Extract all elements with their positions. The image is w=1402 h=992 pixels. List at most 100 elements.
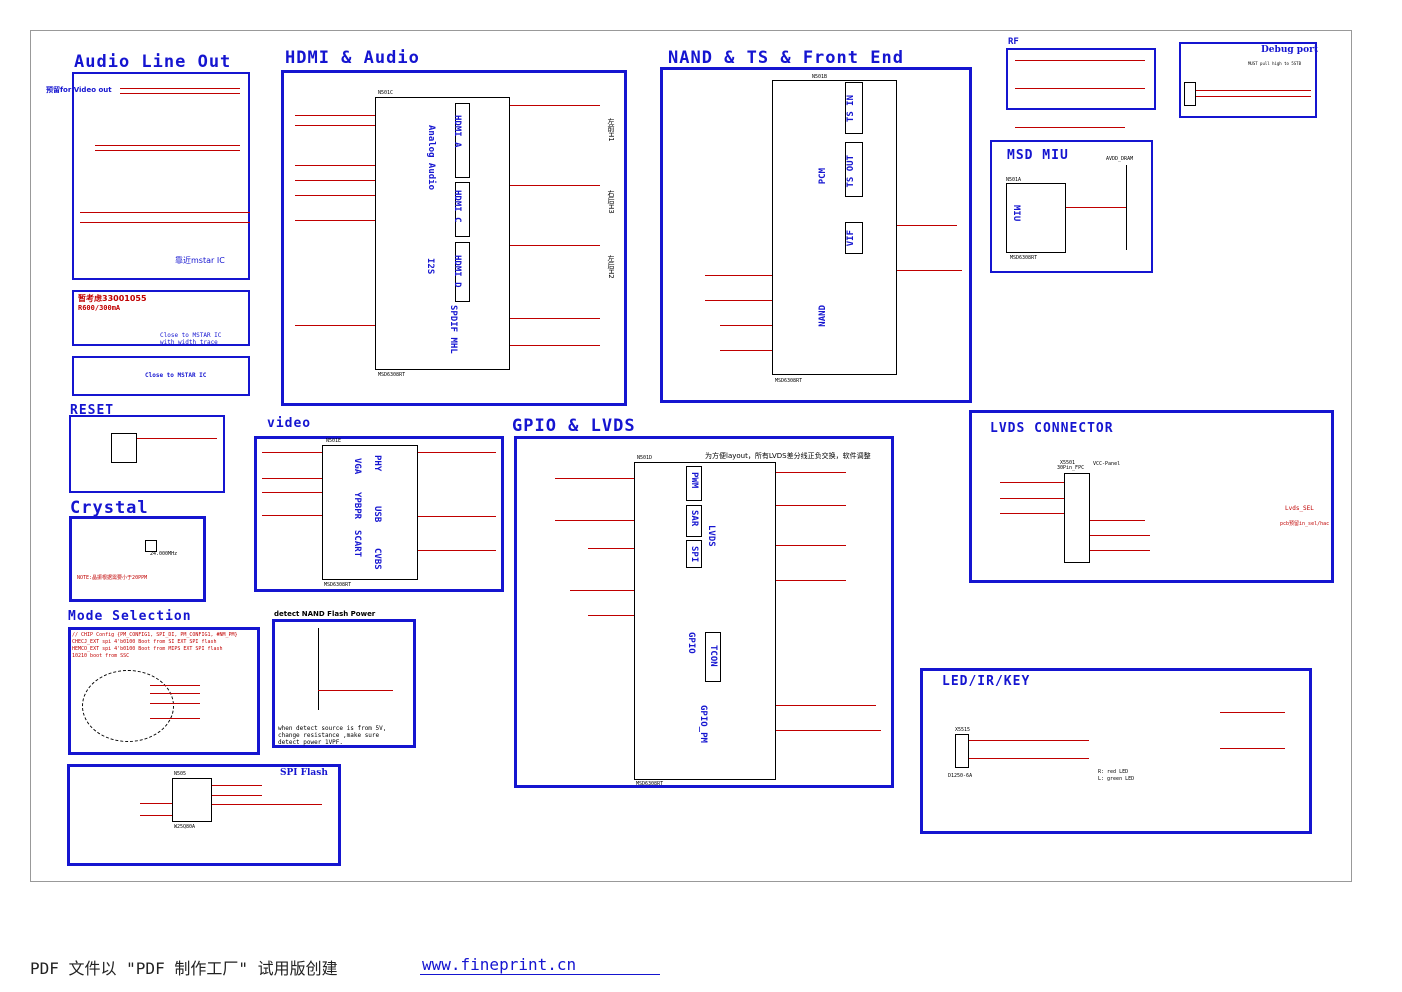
chip-video xyxy=(322,445,418,580)
wire xyxy=(95,145,240,146)
wire xyxy=(295,115,375,116)
wire xyxy=(1015,127,1125,128)
section-title-reset: RESET xyxy=(70,403,115,418)
wire xyxy=(318,628,319,710)
hdmi-a-group xyxy=(455,103,470,178)
wire xyxy=(212,785,262,786)
chip-n501e-label: N501E xyxy=(326,438,342,444)
chip-w25-label: W25Q80A xyxy=(174,824,196,830)
vif-group xyxy=(845,222,863,254)
detect-note-1: when detect source is from 5V, xyxy=(278,725,387,732)
wire xyxy=(318,690,393,691)
chip-msd-label-2: MSD6308RT xyxy=(775,378,803,384)
label-hdmi-c: HDMI C xyxy=(452,190,462,223)
l501-box xyxy=(72,290,250,346)
wire xyxy=(295,165,375,166)
wire xyxy=(150,703,200,704)
label-analog-audio: Analog Audio xyxy=(426,125,436,191)
section-title-nand-ts: NAND & TS & Front End xyxy=(668,48,904,68)
wire xyxy=(1126,165,1127,250)
wire xyxy=(969,758,1089,759)
wire xyxy=(1196,90,1311,91)
wire xyxy=(1220,712,1285,713)
wire xyxy=(418,516,496,517)
chip-n501d-label: N501D xyxy=(637,455,653,461)
crystal-freq: 24.000MHz xyxy=(150,551,178,557)
chip-x5501-label: X5501 xyxy=(1060,460,1076,466)
r600-note: R600/300mA xyxy=(78,304,121,312)
chip-reset xyxy=(111,433,137,463)
chip-x5515 xyxy=(955,734,969,768)
label-hdmi-a: HDMI A xyxy=(452,115,462,148)
tcon-group xyxy=(705,632,721,682)
ts-out-group xyxy=(845,142,863,197)
label-lvds: LVDS xyxy=(706,525,716,547)
hdmi-d-group xyxy=(455,242,470,302)
sar-group xyxy=(686,505,702,537)
wire xyxy=(510,245,600,246)
wire xyxy=(120,93,240,94)
pwm-group xyxy=(686,466,702,501)
wire xyxy=(140,815,172,816)
wire xyxy=(720,325,772,326)
ts-in-group xyxy=(845,82,863,134)
chip-lvds-connector xyxy=(1064,473,1090,563)
label-gpio-pm: GPIO_PM xyxy=(698,705,708,743)
green-led-note: L: green LED xyxy=(1098,776,1135,782)
wire xyxy=(262,515,322,516)
label-sar: SAR xyxy=(689,510,699,527)
chip-n501a-label: N501A xyxy=(1006,177,1022,183)
label-ypbpr: YPBPR xyxy=(352,492,362,520)
detect-note-2: change resistance ,make sure xyxy=(278,732,380,739)
wire xyxy=(969,740,1089,741)
wire xyxy=(150,718,200,719)
wire xyxy=(150,693,200,694)
label-vga: VGA xyxy=(352,458,362,475)
wire xyxy=(120,88,240,89)
section-title-audio-line-out: Audio Line Out xyxy=(74,52,232,72)
video-box xyxy=(254,436,504,592)
mode-note-1: // CHIP Config {PM_CONFIG1, SPI_DI, PM_C… xyxy=(72,632,238,638)
wire xyxy=(510,105,600,106)
chip-hdmi xyxy=(375,97,510,370)
wire xyxy=(705,275,772,276)
label-miu: MIU xyxy=(1011,205,1021,222)
layout-note: 为方便layout，所有LVDS差分线正负交换，软件调整 xyxy=(705,452,871,460)
crystal-x501 xyxy=(145,540,157,552)
lvds-connector-box xyxy=(969,410,1334,583)
wire xyxy=(588,548,634,549)
spi-flash-box xyxy=(67,764,341,866)
label-spdif-mhl: SPDIF MHL xyxy=(448,305,458,354)
wire xyxy=(262,478,322,479)
wire xyxy=(418,452,496,453)
wire xyxy=(1000,482,1064,483)
wire xyxy=(80,212,250,213)
label-ts-out: TS OUT xyxy=(846,155,856,188)
hdmi-c-group xyxy=(455,182,470,237)
wire xyxy=(1066,207,1126,208)
mode-note-4: 10210 boot from SSC xyxy=(72,653,130,659)
label-scart: SCART xyxy=(352,530,362,558)
chip-miu xyxy=(1006,183,1066,253)
chip-x5515-sub: D1250-6A xyxy=(948,773,973,779)
footer-link[interactable]: www.fineprint.cn xyxy=(422,955,577,974)
with-width-note: with width trace xyxy=(160,339,218,346)
spi-group xyxy=(686,540,702,568)
label-i2s: I2S xyxy=(425,258,435,275)
chip-n505-label: N505 xyxy=(174,771,187,777)
wire xyxy=(295,220,375,221)
reset-box xyxy=(69,415,225,493)
section-title-spi-flash: SPI Flash xyxy=(280,768,328,778)
temp-ic-note: 暂考虑33001055 xyxy=(78,294,147,303)
wire xyxy=(510,185,600,186)
section-title-led-ir-key: LED/IR/KEY xyxy=(942,674,1031,689)
section-title-msd-miu: MSD MIU xyxy=(1007,148,1069,163)
chip-gpio xyxy=(634,462,776,780)
chip-nand xyxy=(772,80,897,375)
chip-msd-label-4: MSD6308RT xyxy=(324,582,352,588)
chip-x5515-label: X5515 xyxy=(955,727,971,733)
wire xyxy=(1090,550,1150,551)
wire xyxy=(555,520,634,521)
section-title-rf: RF xyxy=(1008,37,1019,47)
section-title-video: video xyxy=(267,416,312,431)
